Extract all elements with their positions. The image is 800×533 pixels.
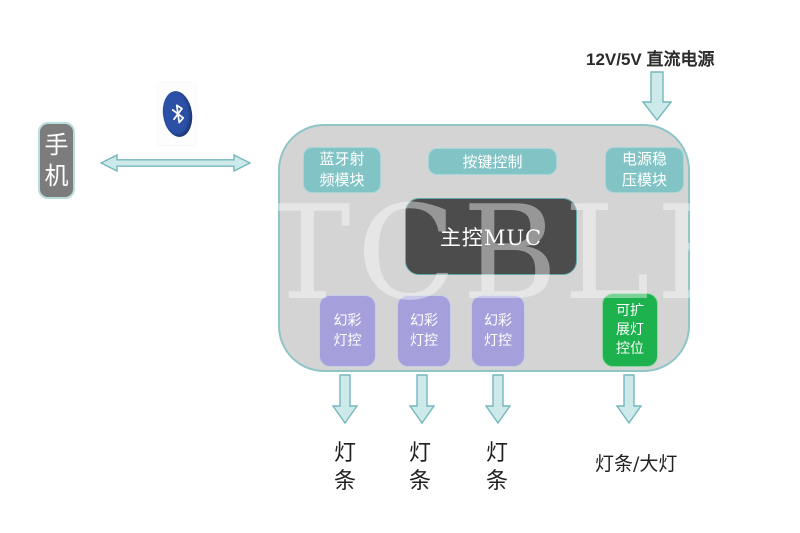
key-control-box: 按键控制	[428, 148, 557, 175]
phone-box: 手 机	[38, 122, 75, 199]
output-arrow-icon-4	[616, 374, 642, 424]
output-arrow-icon-1	[332, 374, 358, 424]
mcu-box: 主控MUC	[405, 198, 577, 275]
power-source-label: 12V/5V 直流电源	[586, 50, 715, 69]
output-arrow-icon-2	[409, 374, 435, 424]
power-down-arrow-icon	[642, 71, 672, 121]
power-regulator-box: 电源稳 压模块	[605, 147, 684, 193]
expandable-lamp-slot-box: 可扩 展灯 控位	[602, 293, 658, 367]
lamp-controller-box-1: 幻彩 灯控	[319, 295, 376, 367]
lamp-controller-box-2: 幻彩 灯控	[397, 295, 451, 367]
output-label-strip-3: 灯 条	[485, 441, 508, 494]
lamp-controller-box-3: 幻彩 灯控	[471, 295, 525, 367]
bidirectional-arrow-icon	[100, 153, 251, 173]
bluetooth-rune-icon	[170, 104, 184, 124]
output-label-strip-or-headlight: 灯条/大灯	[595, 453, 678, 475]
bluetooth-oval	[159, 89, 195, 139]
bluetooth-icon	[158, 83, 196, 145]
bluetooth-rf-module-box: 蓝牙射 频模块	[303, 147, 381, 193]
output-label-strip-1: 灯 条	[333, 441, 356, 494]
output-label-strip-2: 灯 条	[408, 441, 431, 494]
output-arrow-icon-3	[485, 374, 511, 424]
